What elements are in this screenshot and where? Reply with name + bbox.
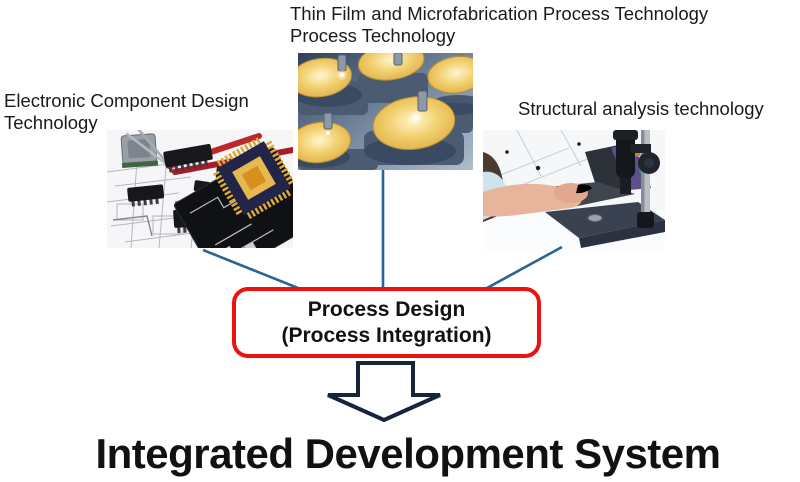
electronic-components-photo bbox=[107, 130, 293, 248]
electronic-components-illustration bbox=[107, 130, 293, 248]
structural-analysis-illustration bbox=[483, 130, 665, 250]
connector-left bbox=[202, 248, 299, 290]
electronic-design-label: Electronic Component Design Technology bbox=[4, 90, 249, 133]
integrated-development-title: Integrated Development System bbox=[95, 430, 721, 477]
process-design-line1: Process Design bbox=[307, 297, 466, 321]
structural-analysis-photo bbox=[483, 130, 665, 250]
thin-film-label: Thin Film and Microfabrication Process T… bbox=[290, 3, 709, 46]
down-arrow-icon bbox=[327, 361, 441, 423]
process-design-box: Process Design (Process Integration) bbox=[232, 287, 541, 358]
thin-film-wafers-illustration bbox=[298, 53, 473, 170]
process-design-line2: (Process Integration) bbox=[281, 323, 492, 347]
connector-right bbox=[486, 245, 563, 290]
structural-analysis-label: Structural analysis technology bbox=[518, 98, 764, 119]
thin-film-wafers-photo bbox=[298, 53, 473, 170]
